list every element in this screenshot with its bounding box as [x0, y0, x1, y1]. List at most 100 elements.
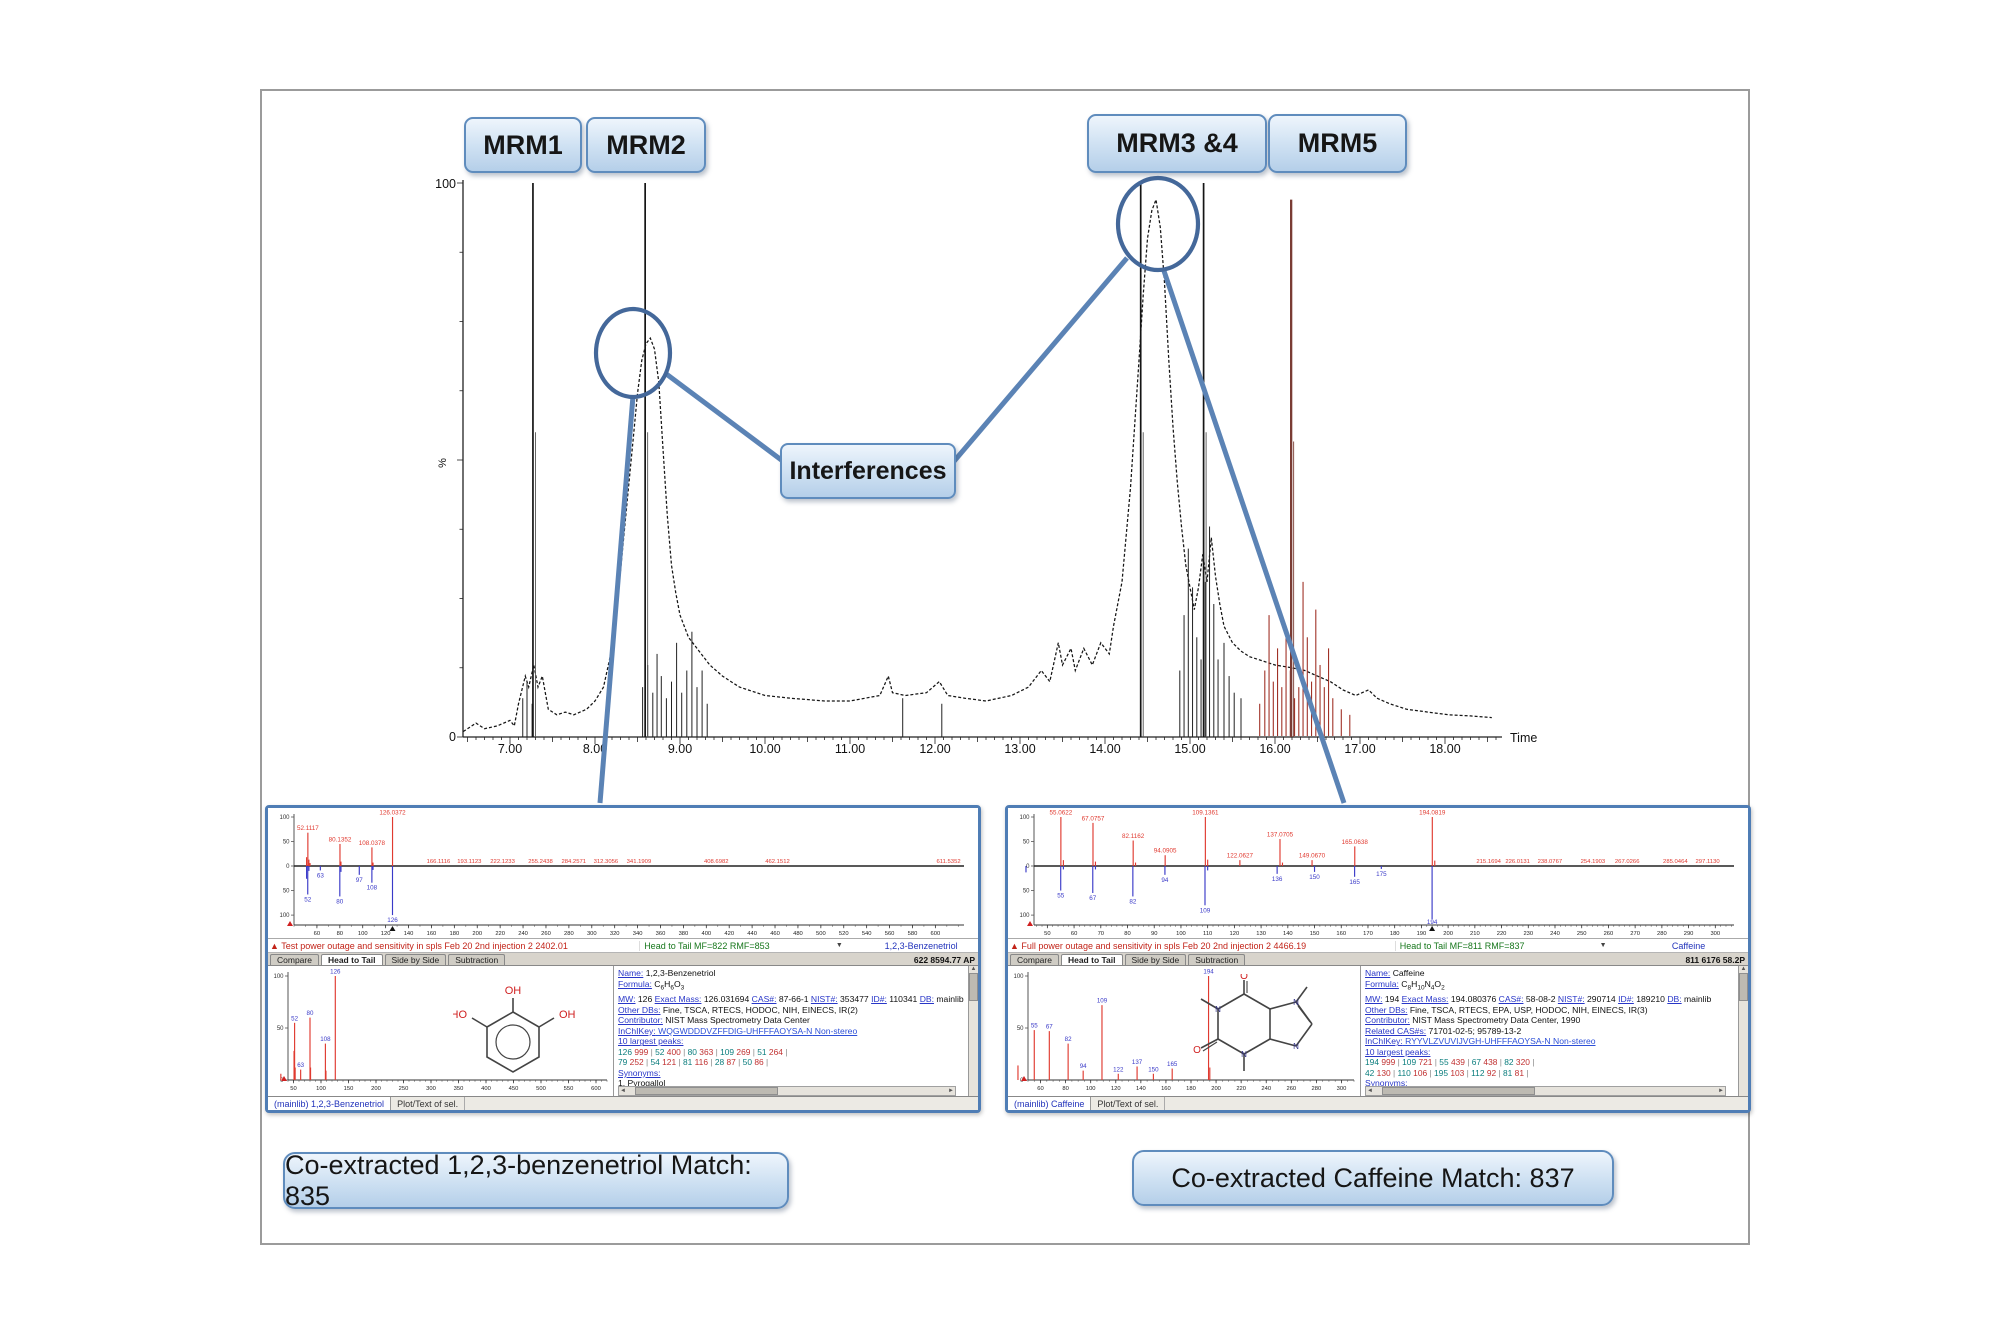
svg-text:297.1130: 297.1130	[1696, 859, 1721, 865]
svg-text:210: 210	[1470, 931, 1480, 937]
svg-text:108.0378: 108.0378	[359, 840, 386, 847]
info-line: MW: 126 Exact Mass: 126.031694 CAS#: 87-…	[618, 993, 964, 1004]
vertical-scrollbar[interactable]: ▲	[1738, 966, 1748, 1096]
tab-compare[interactable]: Compare	[1010, 954, 1059, 965]
svg-text:250: 250	[399, 1086, 409, 1092]
tab-side-by-side[interactable]: Side by Side	[384, 954, 447, 965]
dropdown-arrow-icon[interactable]: ▼	[835, 942, 843, 949]
svg-text:100: 100	[279, 913, 290, 919]
svg-text:380: 380	[679, 931, 689, 937]
svg-text:80.1352: 80.1352	[329, 836, 352, 843]
scrollbar-thumb[interactable]	[1739, 973, 1748, 1001]
svg-text:200: 200	[371, 1086, 381, 1092]
svg-text:109.1361: 109.1361	[1192, 810, 1219, 817]
svg-text:300: 300	[1710, 931, 1720, 937]
svg-text:240: 240	[518, 931, 528, 937]
horizontal-scrollbar[interactable]: ◄ ►	[1365, 1086, 1726, 1096]
svg-text:140: 140	[404, 931, 414, 937]
compound-name-link[interactable]: 1,2,3-Benzenetriol	[884, 940, 958, 951]
svg-text:137.0705: 137.0705	[1267, 832, 1294, 839]
tab-head-to-tail[interactable]: Head to Tail	[1060, 954, 1123, 965]
tab-head-to-tail[interactable]: Head to Tail	[320, 954, 383, 965]
info-line: Contributor: NIST Mass Spectrometry Data…	[1365, 1015, 1581, 1026]
caffeine-callout-text: Co-extracted Caffeine Match: 837	[1171, 1162, 1575, 1193]
tab-plot-text[interactable]: Plot/Text of sel.	[391, 1097, 466, 1110]
scroll-up-icon[interactable]: ▲	[1740, 966, 1747, 972]
svg-text:126: 126	[387, 917, 398, 924]
svg-text:60: 60	[1071, 931, 1077, 937]
scroll-left-icon[interactable]: ◄	[620, 1088, 626, 1094]
svg-text:90: 90	[1151, 931, 1157, 937]
svg-text:109: 109	[1097, 998, 1108, 1005]
benzenetriol-library-plot: 1005005010015020025030035040045050055060…	[268, 966, 614, 1096]
svg-text:100: 100	[273, 974, 284, 980]
benzenetriol-status-bar: ▲ Test power outage and sensitivity in s…	[268, 939, 978, 953]
svg-text:67: 67	[1089, 895, 1097, 902]
svg-text:165.0638: 165.0638	[1342, 839, 1369, 846]
mrm3-4-label-box: MRM3 &4	[1087, 114, 1267, 173]
svg-text:480: 480	[793, 931, 803, 937]
svg-text:165: 165	[1349, 879, 1360, 886]
svg-text:312.3056: 312.3056	[594, 859, 619, 865]
tab-subtraction[interactable]: Subtraction	[1188, 954, 1246, 965]
svg-text:611.5352: 611.5352	[937, 859, 961, 865]
info-line: Other DBs: Fine, TSCA, RTECS, EPA, USP, …	[1365, 1004, 1648, 1015]
scrollbar-thumb[interactable]	[1381, 1087, 1535, 1095]
svg-text:600: 600	[591, 1086, 601, 1092]
svg-text:50: 50	[1023, 840, 1030, 846]
scroll-left-icon[interactable]: ◄	[1367, 1088, 1373, 1094]
svg-text:67.0757: 67.0757	[1082, 815, 1105, 822]
tab-compare[interactable]: Compare	[270, 954, 319, 965]
svg-text:400: 400	[481, 1086, 491, 1092]
svg-text:94: 94	[1080, 1063, 1087, 1070]
tab-plot-text[interactable]: Plot/Text of sel.	[1091, 1097, 1166, 1110]
scroll-right-icon[interactable]: ►	[948, 1088, 954, 1094]
synonym-item: 1. Pyrogallol	[618, 1078, 666, 1089]
svg-text:50: 50	[283, 889, 290, 895]
mrm2-label: MRM2	[606, 129, 686, 160]
benzenetriol-bottom-tabs: (mainlib) 1,2,3-Benzenetriol Plot/Text o…	[268, 1096, 978, 1110]
svg-text:67: 67	[1046, 1024, 1053, 1031]
svg-text:140: 140	[1283, 931, 1293, 937]
svg-text:220: 220	[495, 931, 505, 937]
svg-text:400: 400	[701, 931, 711, 937]
tab-subtraction[interactable]: Subtraction	[448, 954, 506, 965]
svg-text:580: 580	[908, 931, 918, 937]
compound-name-link[interactable]: Caffeine	[1671, 940, 1706, 951]
svg-text:126.0372: 126.0372	[379, 810, 406, 817]
scrollbar-thumb[interactable]	[969, 973, 978, 1001]
svg-text:100: 100	[1086, 1086, 1096, 1092]
svg-text:55.0622: 55.0622	[1049, 810, 1072, 817]
tab-mainlib-caffeine[interactable]: (mainlib) Caffeine	[1008, 1097, 1092, 1110]
svg-text:60: 60	[1037, 1086, 1043, 1092]
vertical-scrollbar[interactable]: ▲	[968, 966, 978, 1096]
info-line: Other DBs: Fine, TSCA, RTECS, HODOC, NIH…	[618, 1004, 858, 1015]
svg-text:82.1162: 82.1162	[1122, 833, 1145, 840]
scroll-right-icon[interactable]: ►	[1718, 1088, 1724, 1094]
caffeine-library-svg: 1005006080100120140160180200220240260280…	[1013, 969, 1355, 1092]
scroll-up-icon[interactable]: ▲	[970, 966, 977, 972]
svg-text:109: 109	[1200, 907, 1211, 914]
info-line: Contributor: NIST Mass Spectrometry Data…	[618, 1015, 810, 1026]
tab-mainlib-benzenetriol[interactable]: (mainlib) 1,2,3-Benzenetriol	[268, 1097, 392, 1110]
tab-side-by-side[interactable]: Side by Side	[1124, 954, 1187, 965]
svg-text:80: 80	[1124, 931, 1130, 937]
scrollbar-thumb[interactable]	[634, 1087, 779, 1095]
svg-text:55: 55	[1031, 1023, 1038, 1030]
dropdown-arrow-icon[interactable]: ▼	[1599, 942, 1607, 949]
svg-text:260: 260	[1604, 931, 1614, 937]
horizontal-scrollbar[interactable]: ◄ ►	[618, 1086, 956, 1096]
svg-text:100: 100	[1019, 913, 1030, 919]
svg-text:500: 500	[536, 1086, 546, 1092]
status-message: ▲ Test power outage and sensitivity in s…	[268, 940, 641, 951]
svg-text:140: 140	[1136, 1086, 1146, 1092]
mrm1-label: MRM1	[483, 129, 563, 160]
svg-text:350: 350	[454, 1086, 464, 1092]
svg-text:100: 100	[1019, 815, 1030, 821]
